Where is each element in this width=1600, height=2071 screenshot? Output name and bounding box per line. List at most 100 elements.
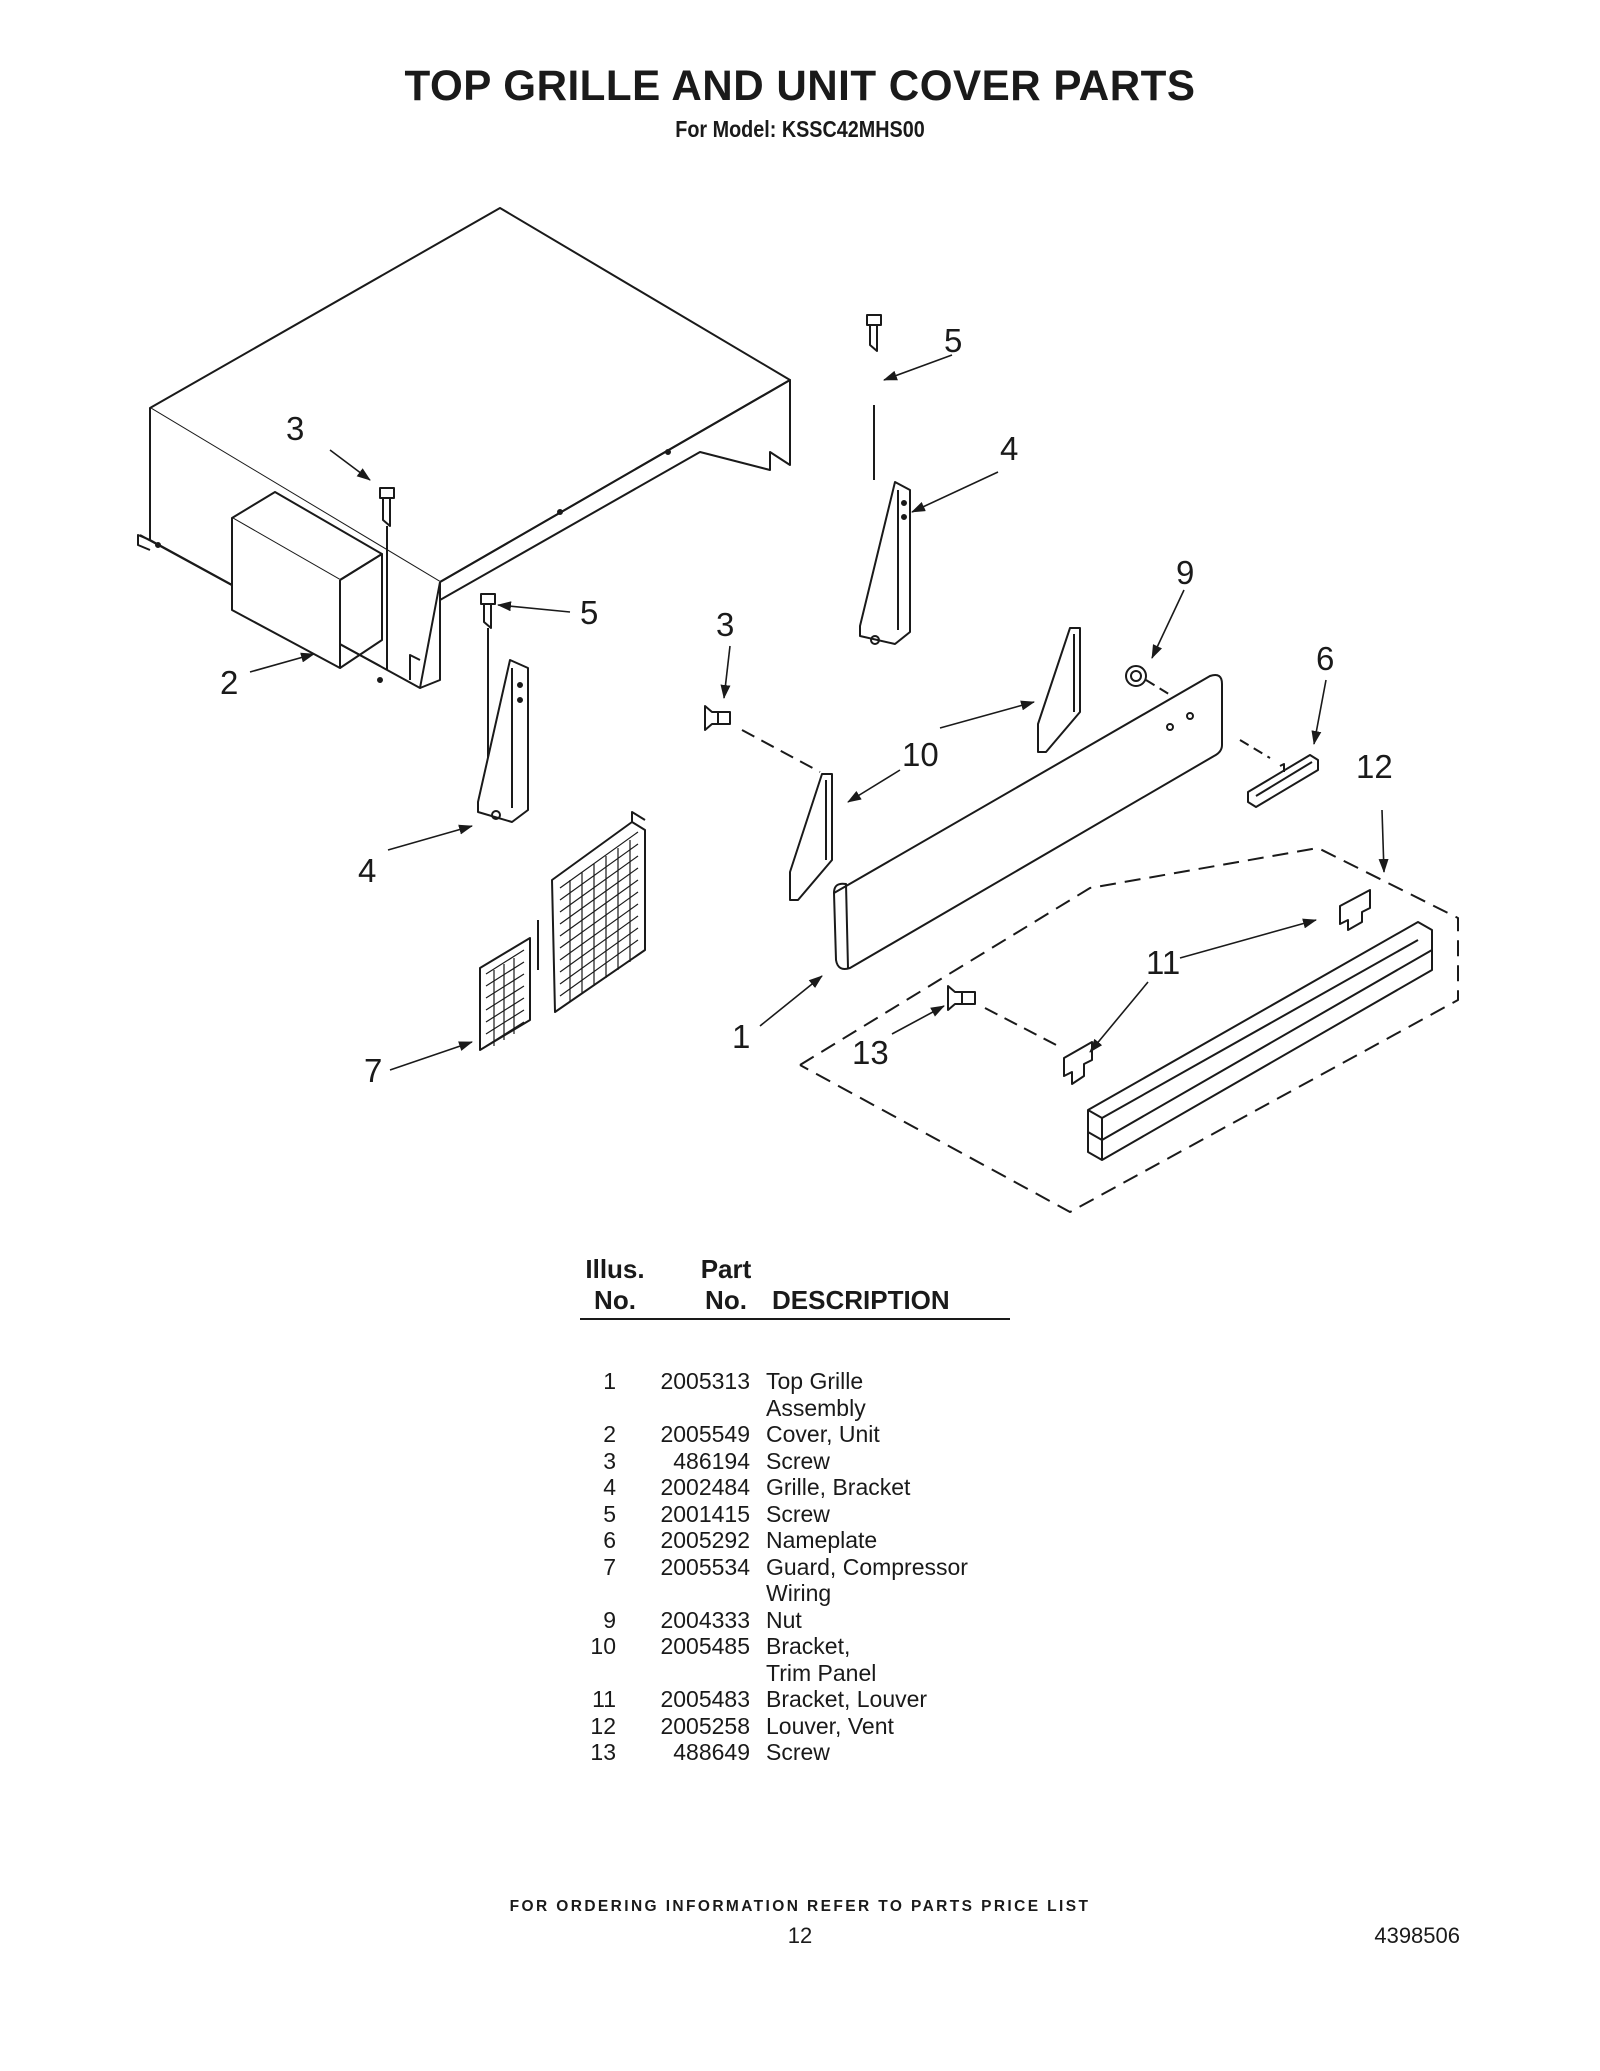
table-row: 13 488649 Screw — [580, 1739, 1020, 1766]
louver-bracket-left — [1063, 1041, 1093, 1085]
illus-no: 1 — [603, 1368, 616, 1394]
illus-no: 13 — [590, 1739, 616, 1765]
screw-5-top — [866, 314, 882, 480]
callout-leaders — [249, 354, 1389, 1071]
louver-vent-bar — [1087, 921, 1433, 1161]
callout-12: 12 — [1356, 748, 1393, 785]
description: Nameplate — [766, 1527, 878, 1553]
illus-no: 11 — [592, 1686, 616, 1712]
callout-3-cover: 3 — [286, 410, 304, 447]
louver-bracket-right — [1339, 889, 1371, 931]
description: Trim Panel — [766, 1659, 877, 1686]
description: Top Grille — [766, 1368, 864, 1394]
description: Screw — [766, 1447, 830, 1474]
page-title: TOP GRILLE AND UNIT COVER PARTS — [404, 62, 1196, 110]
page-number: 12 — [787, 1923, 813, 1948]
description: Wiring — [766, 1580, 832, 1606]
header-part-no: Part No. — [700, 1254, 752, 1315]
table-row: 12 2005258 Louver, Vent — [580, 1713, 1020, 1740]
table-row: 3 486194 Screw — [580, 1448, 1020, 1475]
description: Guard, Compressor — [766, 1553, 968, 1580]
illus-no: 10 — [590, 1633, 616, 1659]
part-no: 2005313 — [660, 1368, 750, 1394]
callout-4-top: 4 — [1000, 430, 1018, 467]
nut-9 — [1125, 665, 1173, 697]
unit-cover — [137, 207, 791, 689]
description: Nut — [766, 1606, 802, 1633]
part-no: 2005485 — [660, 1633, 750, 1659]
screw-3-cover — [379, 487, 395, 670]
illus-no: 7 — [603, 1553, 616, 1580]
description: Bracket, Louver — [766, 1686, 928, 1712]
screw-13 — [947, 985, 1063, 1049]
illus-no: 9 — [603, 1606, 616, 1633]
table-row: 10 2005485 Bracket, — [580, 1633, 1020, 1660]
callout-13: 13 — [852, 1034, 889, 1071]
nameplate-6 — [1239, 739, 1319, 808]
table-row: 5 2001415 Screw — [580, 1501, 1020, 1528]
trim-panel-bracket-right — [1037, 627, 1081, 753]
part-no — [616, 1395, 750, 1422]
table-row: 7 2005534 Guard, Compressor — [580, 1554, 1020, 1581]
illus-no — [580, 1395, 616, 1422]
part-no: 2002484 — [660, 1474, 750, 1500]
callout-6: 6 — [1316, 640, 1334, 677]
part-no: 2005534 — [660, 1553, 750, 1580]
callout-9: 9 — [1176, 554, 1194, 591]
part-no: 2005258 — [660, 1712, 750, 1739]
table-row: 9 2004333 Nut — [580, 1607, 1020, 1634]
table-row: 4 2002484 Grille, Bracket — [580, 1474, 1020, 1501]
header-illus-no: Illus. No. — [585, 1254, 645, 1315]
callout-5-top: 5 — [944, 322, 962, 359]
part-no: 486194 — [673, 1447, 750, 1474]
part-no — [616, 1660, 750, 1687]
callout-11: 11 — [1146, 944, 1180, 981]
illus-no: 4 — [603, 1474, 616, 1500]
callout-3-middle: 3 — [716, 606, 734, 643]
description: Assembly — [766, 1394, 866, 1421]
part-no: 2005549 — [660, 1421, 750, 1447]
part-no: 2001415 — [660, 1500, 750, 1527]
callout-5-left: 5 — [580, 594, 598, 631]
exploded-parts-diagram: 5 3 4 5 2 3 9 6 12 10 4 11 1 13 7 — [137, 207, 1459, 1213]
table-row: Trim Panel — [580, 1660, 1020, 1687]
model-subtitle: For Model: KSSC42MHS00 — [675, 116, 925, 142]
header-rule — [580, 1318, 1010, 1320]
top-grille-assembly — [833, 674, 1223, 970]
callout-1: 1 — [732, 1018, 750, 1055]
description: Screw — [766, 1500, 830, 1527]
illus-no: 12 — [590, 1712, 616, 1739]
illus-no: 3 — [603, 1447, 616, 1474]
louver-vent-outline — [799, 847, 1459, 1213]
grille-bracket-left — [477, 659, 529, 823]
table-row: Wiring — [580, 1580, 1020, 1607]
callout-7: 7 — [364, 1052, 382, 1089]
part-no: 2005292 — [660, 1527, 750, 1553]
illus-no: 5 — [603, 1500, 616, 1527]
part-no: 2005483 — [660, 1686, 750, 1712]
table-row: 11 2005483 Bracket, Louver — [580, 1686, 1020, 1713]
callout-10: 10 — [902, 736, 939, 773]
trim-panel-bracket-left — [789, 773, 833, 901]
header-description: DESCRIPTION — [772, 1285, 950, 1315]
description: Louver, Vent — [766, 1712, 894, 1739]
illus-no: 2 — [603, 1421, 616, 1447]
description: Grille, Bracket — [766, 1474, 911, 1500]
illus-no: 6 — [603, 1527, 616, 1553]
part-no — [616, 1580, 750, 1607]
document-number: 4398506 — [1374, 1923, 1460, 1948]
callout-4-left: 4 — [358, 852, 376, 889]
description: Screw — [766, 1739, 830, 1765]
ordering-note: FOR ORDERING INFORMATION REFER TO PARTS … — [509, 1898, 1091, 1915]
part-no: 2004333 — [660, 1606, 750, 1633]
callout-2: 2 — [220, 664, 238, 701]
description: Bracket, — [766, 1633, 851, 1659]
table-row: 6 2005292 Nameplate — [580, 1527, 1020, 1554]
part-no: 488649 — [673, 1739, 750, 1765]
table-row: 1 2005313 Top Grille — [580, 1368, 1020, 1395]
grille-bracket-right — [859, 481, 911, 645]
compressor-wiring-guard — [479, 811, 646, 1051]
illus-no — [580, 1660, 616, 1687]
